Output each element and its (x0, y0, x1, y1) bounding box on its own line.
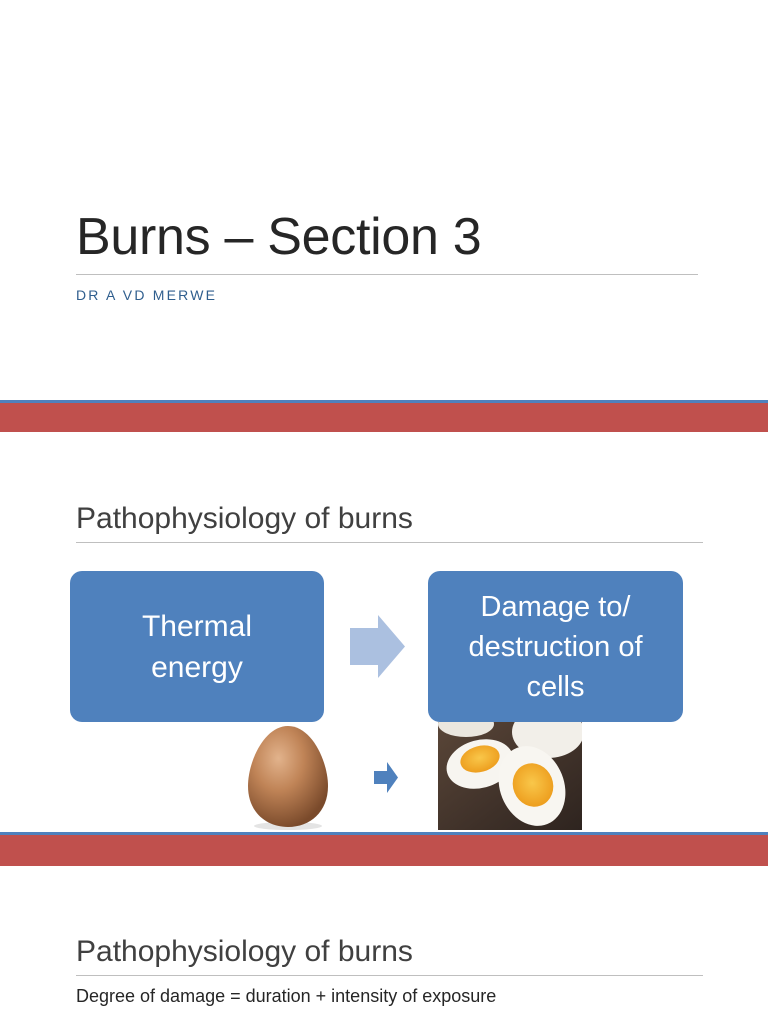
right-arrow-icon (374, 762, 398, 793)
slide-divider-band (0, 403, 768, 432)
boiled-eggs-image (438, 722, 582, 830)
slide-1: Burns – Section 3 DR A VD MERWE (0, 0, 768, 400)
slide-1-title: Burns – Section 3 (76, 208, 482, 266)
slide-3-title-rule (76, 975, 703, 976)
thermal-energy-box: Thermal energy (70, 571, 324, 722)
raw-egg-image (242, 722, 333, 832)
slide-divider-line (0, 832, 768, 835)
slide-divider-band (0, 835, 768, 866)
slide-1-subtitle: DR A VD MERWE (76, 287, 218, 303)
slide-2-title-rule (76, 542, 703, 543)
box-right-line: Damage to/ (480, 590, 631, 623)
slide-divider-line (0, 400, 768, 403)
slide-1-title-rule (76, 274, 698, 275)
right-arrow-icon (350, 615, 405, 678)
box-left-line: Thermal (141, 609, 253, 643)
slide-3-body-text: Degree of damage = duration + intensity … (76, 986, 497, 1006)
slide-2-title: Pathophysiology of burns (76, 502, 413, 535)
box-left-line: energy (151, 650, 243, 684)
box-right-line: destruction of (468, 630, 643, 663)
box-right-line: cells (526, 670, 585, 703)
slide-3-title: Pathophysiology of burns (76, 935, 413, 968)
cell-damage-box: Damage to/ destruction of cells (428, 571, 683, 722)
